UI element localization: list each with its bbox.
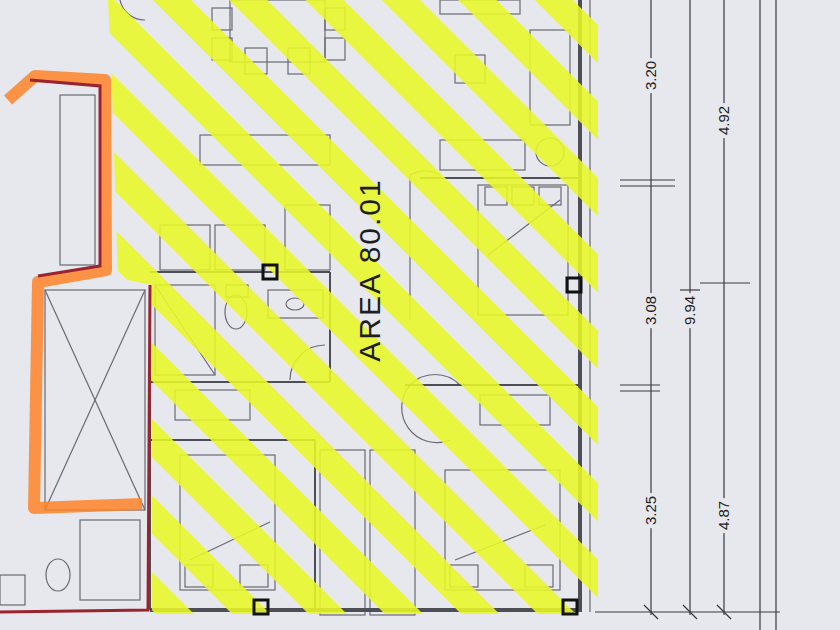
red-outline [30, 80, 100, 276]
orange-outline [8, 76, 142, 508]
dimension-label: 4.92 [714, 102, 733, 137]
column-marker [254, 265, 581, 614]
dimension-label: 3.20 [641, 57, 660, 92]
dimension-label: 9.94 [680, 292, 699, 327]
red-outline [0, 285, 150, 612]
area-label: AREA 80.01 [353, 176, 387, 363]
dimension-lines [595, 0, 780, 630]
dimension-label: 3.08 [641, 292, 660, 327]
dimension-label: 3.25 [641, 492, 660, 527]
dimension-label: 4.87 [714, 497, 733, 532]
